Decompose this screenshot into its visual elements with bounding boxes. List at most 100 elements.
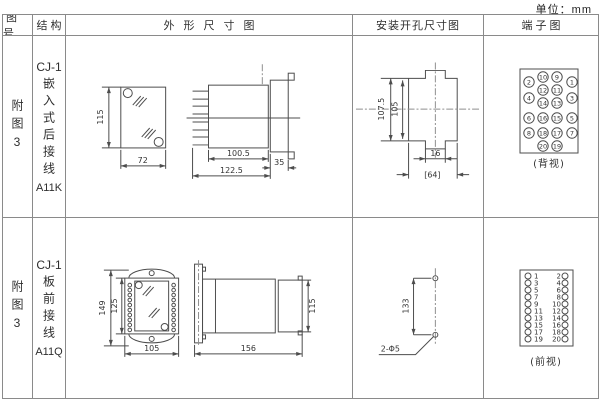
row1-outline-drawing: 115 72 [96,63,301,179]
row2-mounting-cell: 133 2-Φ5 [353,218,484,398]
dim-inner-height-2: 125 [110,298,119,313]
terminal-12: 12 [539,86,547,94]
terminal-3: 3 [570,94,574,102]
header-outline-label: 外形尺寸图 [163,20,264,32]
terminal-l11: 11 [534,308,543,316]
terminal-l3: 3 [534,280,538,288]
terminal-r10: 10 [552,301,561,309]
terminal-r12: 12 [552,308,561,316]
terminal-l19: 19 [534,336,543,344]
terminal-2: 2 [527,78,531,86]
dim-notch-width: 16 [430,148,440,157]
row1-code: A11K [35,181,63,194]
terminal-r18: 18 [552,329,561,337]
dim-outer-height: 107.5 [377,97,386,120]
terminal-7: 7 [570,129,574,137]
terminal-4: 4 [527,94,531,102]
dim-hole-spacing: 133 [402,298,411,313]
header-terminal-label: 端子图 [521,20,564,32]
row2-outline-drawing: 149 125 105 [98,260,317,357]
row1-terminals: 10 9 2 1 12 11 4 3 14 13 6 16 15 5 8 18 [523,70,578,152]
header-structure: 结构 [33,15,66,36]
header-figure-label: 图号 [3,15,20,36]
row1-figure-no: 附图3 [10,98,24,155]
terminal-10: 10 [539,73,547,81]
terminal-19: 19 [553,142,561,150]
row1-mounting-type: 嵌入式后接线 [41,76,56,179]
row1-terminal-cell: 10 9 2 1 12 11 4 3 14 13 6 16 15 5 8 18 [484,36,598,218]
terminal-r6: 6 [557,287,562,295]
dim-front-width: 72 [138,155,148,164]
row2-model: CJ-1 [36,258,62,272]
dim-side-length: 156 [241,344,256,353]
terminal-l1: 1 [534,273,538,281]
row1-model: CJ-1 [36,59,62,74]
row1-structure-cell: CJ-1 嵌入式后接线 A11K [33,36,66,218]
terminal-l9: 9 [534,301,538,309]
terminal-5: 5 [570,114,574,122]
row2-terminal-diagram: 1 3 5 7 9 11 13 15 17 19 2 4 6 8 10 12 1 [519,269,574,368]
header-figure-no: 图号 [3,15,33,36]
terminal-9: 9 [555,73,559,81]
dim-front-height: 115 [96,109,105,124]
terminal-8: 8 [527,129,531,137]
dim-outer-height-2: 149 [98,300,107,315]
dim-inner-height: 105 [391,101,400,116]
row1-figure-cell: 附图3 [3,36,33,218]
terminal-r14: 14 [552,315,561,323]
terminal-17: 17 [553,129,561,137]
row1-cutout-outline [355,61,480,158]
header-outline: 外形尺寸图 [66,15,353,36]
terminal-20: 20 [539,142,547,150]
dim-side-total-len: 122.5 [220,165,243,174]
row2-terminal-strips [127,282,176,333]
header-mounting: 安装开孔尺寸图 [353,15,484,36]
row2-mounting-type: 板前接线 [41,275,56,343]
row2-figure-no: 附图3 [10,280,24,336]
row2-code: A11Q [35,346,63,358]
terminal-r2: 2 [557,273,561,281]
terminal-r8: 8 [557,294,561,302]
row1-front-view: 115 72 [96,86,167,169]
row1-view-caption: (背视) [533,157,565,170]
dim-side-height: 115 [308,298,317,313]
terminal-16: 16 [539,114,547,122]
terminal-l17: 17 [534,329,543,337]
dim-side-body-len: 100.5 [227,148,250,157]
terminal-r16: 16 [552,322,561,330]
terminal-l5: 5 [534,287,538,295]
terminal-r20: 20 [552,336,561,344]
row2-structure-cell: CJ-1 板前接线 A11Q [33,218,66,398]
terminal-1: 1 [570,78,574,86]
dim-overall-width: [64] [424,170,440,179]
unit-label: 单位：mm [535,4,592,16]
dim-side-flange-len: 35 [274,157,284,166]
row2-mounting-drawing: 133 2-Φ5 [378,268,439,356]
terminal-18: 18 [539,129,547,137]
row2-terminal-cell: 1 3 5 7 9 11 13 15 17 19 2 4 6 8 10 12 1 [484,218,598,398]
header-structure-label: 结构 [36,20,65,32]
header-mounting-label: 安装开孔尺寸图 [376,20,460,32]
row2-view-caption: (前视) [530,355,562,368]
terminal-11: 11 [553,86,561,94]
row2-figure-cell: 附图3 [3,218,33,398]
row1-mounting-drawing: 107.5 105 16 [64] [355,61,480,179]
row2-side-view: 156 115 [194,260,317,357]
terminal-l13: 13 [534,315,543,323]
header-terminal: 端子图 [484,15,598,36]
row1-mounting-cell: 107.5 105 16 [64] [353,36,484,218]
terminal-6: 6 [527,114,531,122]
row1-terminal-diagram: 10 9 2 1 12 11 4 3 14 13 6 16 15 5 8 18 [519,68,579,170]
row1-outline-cell: 115 72 [66,36,353,218]
terminal-15: 15 [553,114,561,122]
terminal-l7: 7 [534,294,538,302]
row1-side-view: 100.5 122.5 35 [186,63,301,179]
row2-front-view: 149 125 105 [98,268,180,357]
row2-outline-cell: 149 125 105 [66,218,353,398]
terminal-13: 13 [553,99,561,107]
dim-front-width-2: 105 [144,344,159,353]
terminal-14: 14 [539,99,547,107]
row2-terminals: 1 3 5 7 9 11 13 15 17 19 2 4 6 8 10 12 1 [524,272,569,344]
terminal-l15: 15 [534,322,543,330]
